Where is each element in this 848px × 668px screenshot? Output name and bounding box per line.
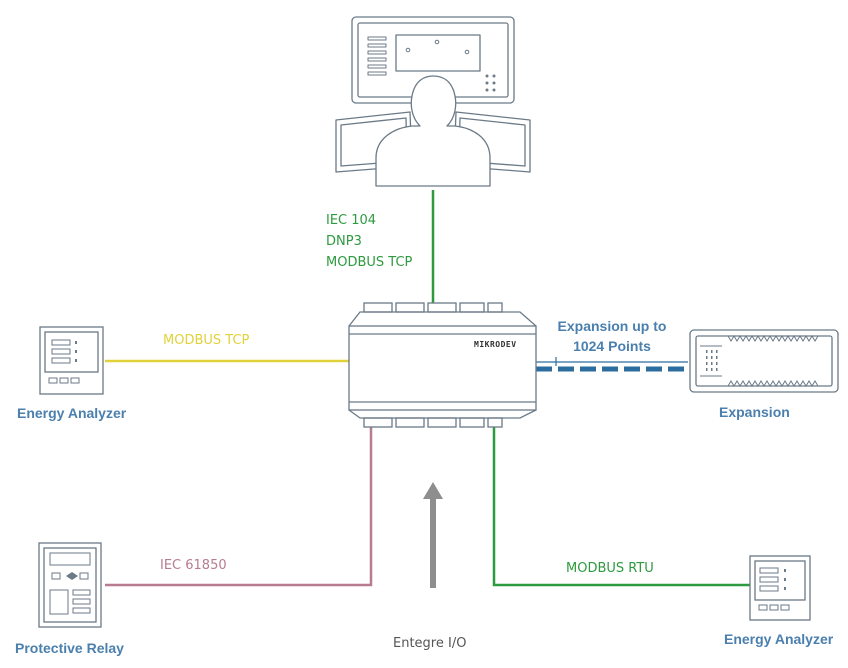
protocol-modbus-tcp-label: MODBUS TCP bbox=[326, 255, 413, 270]
left-bottom-device-label: Protective Relay bbox=[15, 640, 124, 656]
rtu-controller-icon bbox=[348, 302, 537, 428]
left-top-device-label: Energy Analyzer bbox=[17, 405, 127, 421]
expansion-note-line1: Expansion up to bbox=[557, 318, 667, 334]
energy-analyzer-icon bbox=[749, 555, 811, 621]
right-bottom-protocol-label: MODBUS RTU bbox=[566, 561, 654, 576]
energy-analyzer-icon bbox=[39, 326, 104, 395]
operator-workstation-icon bbox=[335, 16, 531, 187]
protective-relay-icon bbox=[38, 542, 102, 628]
right-top-device-label: Expansion bbox=[719, 404, 790, 420]
right-bottom-device-label: Energy Analyzer bbox=[724, 631, 834, 647]
controller-brand-label: MIKRODEV bbox=[474, 340, 517, 349]
entegre-io-label: Entegre I/O bbox=[393, 636, 467, 651]
left-top-protocol-label: MODBUS TCP bbox=[163, 333, 250, 348]
protocol-iec104-label: IEC 104 bbox=[326, 213, 377, 228]
up-arrow-icon bbox=[423, 482, 443, 588]
connector-iec61850-line bbox=[105, 427, 373, 587]
expansion-note: Expansion up to 1024 Points bbox=[548, 316, 676, 356]
connector-modbus-rtu-line bbox=[492, 427, 752, 587]
expansion-note-line2: 1024 Points bbox=[573, 338, 651, 354]
operator-protocols: IEC 104 DNP3 MODBUS TCP bbox=[326, 210, 412, 273]
protocol-dnp3-label: DNP3 bbox=[326, 234, 362, 249]
left-bottom-protocol-label: IEC 61850 bbox=[160, 558, 227, 573]
expansion-module-icon bbox=[689, 329, 839, 393]
